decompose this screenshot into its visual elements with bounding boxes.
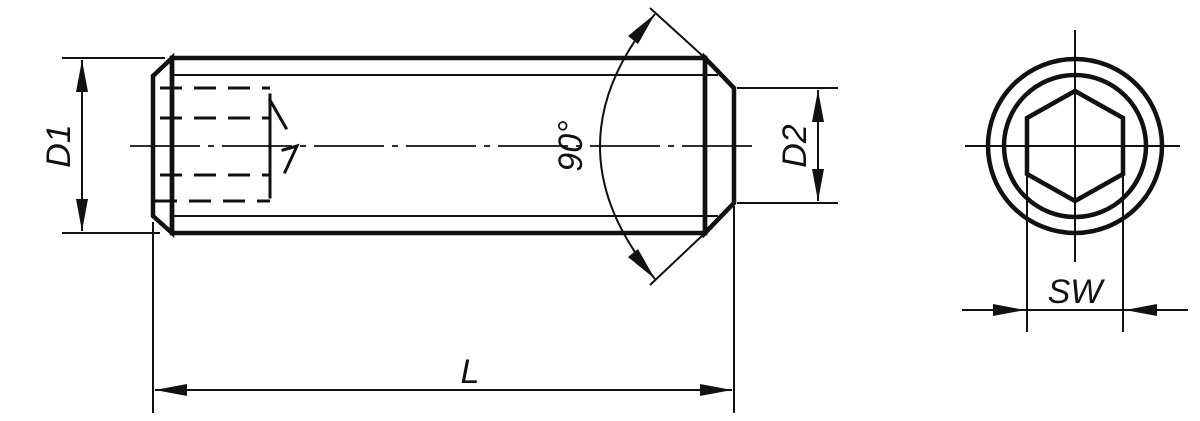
d2-label: D2 [776,124,814,168]
thread-root-lines [172,74,718,217]
arrow-icon [76,199,88,231]
length-label: L [461,353,480,391]
arrow-icon [628,14,655,44]
inner-circle [1001,72,1149,220]
outer-circle [985,56,1165,236]
dimension-angle: 90° [552,7,706,286]
arrow-icon [1125,304,1157,316]
arrow-icon [628,249,655,279]
dimension-d1: D1 [40,57,165,234]
side-view [130,52,760,239]
arrow-icon [993,304,1025,316]
body-outline [169,55,708,236]
d1-label: D1 [40,124,78,167]
angle-arc [599,13,656,280]
hex-socket [1024,88,1126,204]
arrow-icon [155,384,187,396]
sw-label: SW [1048,273,1106,311]
angle-label: 90° [552,120,590,171]
hex-socket-hidden-lines [155,86,270,203]
dimension-d2: D2 [737,87,838,204]
arrow-icon [812,169,824,201]
end-view: SW [962,30,1188,332]
arrow-icon [700,384,732,396]
dimension-length: L [152,206,735,413]
arrow-icon [76,60,88,92]
arrow-icon [812,90,824,122]
